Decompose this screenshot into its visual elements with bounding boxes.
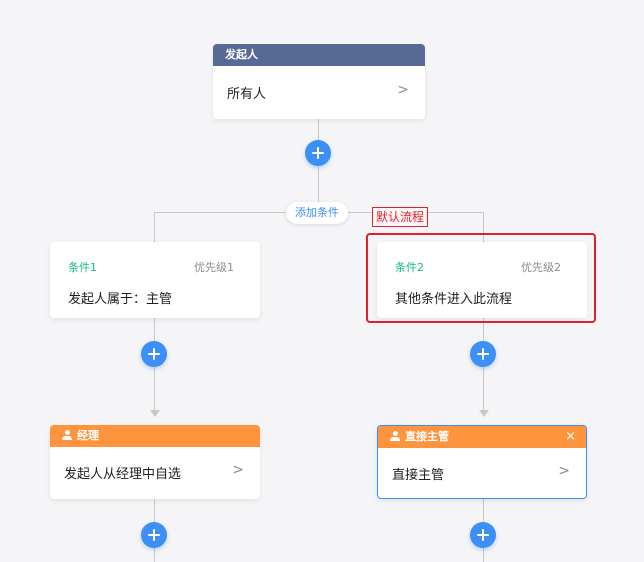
condition-priority: 优先级1 (194, 261, 234, 274)
add-node-button[interactable] (305, 140, 331, 166)
chevron-right-icon: > (232, 462, 244, 478)
arrow-down-icon (479, 410, 489, 417)
default-flow-tag: 默认流程 (372, 207, 429, 227)
condition-node-2[interactable]: 条件2 优先级2 其他条件进入此流程 (377, 242, 587, 318)
chevron-right-icon: > (397, 82, 409, 98)
condition-title: 条件2 (395, 261, 424, 274)
condition-node-1[interactable]: 条件1 优先级1 发起人属于：主管 (50, 242, 260, 318)
add-node-button[interactable] (470, 341, 496, 367)
condition-title: 条件1 (68, 261, 97, 274)
add-node-button[interactable] (141, 341, 167, 367)
condition-description: 发起人属于：主管 (68, 292, 173, 307)
arrow-down-icon (150, 410, 160, 417)
connector-line (154, 212, 155, 242)
close-icon[interactable]: × (565, 429, 576, 444)
approver-header-label: 经理 (77, 429, 99, 442)
person-icon (62, 430, 72, 440)
initiator-value: 所有人 (227, 87, 267, 102)
person-icon (390, 431, 400, 441)
add-condition-button[interactable]: 添加条件 (286, 202, 348, 224)
approver-header: 经理 (50, 425, 260, 447)
initiator-header-label: 发起人 (225, 48, 258, 61)
initiator-node[interactable]: 发起人 所有人 > (213, 44, 425, 119)
approver-header: 直接主管 × (378, 426, 586, 448)
approver-node-1[interactable]: 经理 发起人从经理中自选 > (50, 425, 260, 499)
add-node-button[interactable] (141, 522, 167, 548)
approver-header-label: 直接主管 (405, 430, 449, 443)
condition-priority: 优先级2 (521, 261, 561, 274)
approver-node-2[interactable]: 直接主管 × 直接主管 > (377, 425, 587, 499)
initiator-header: 发起人 (213, 44, 425, 66)
connector-line (483, 212, 484, 242)
condition-description: 其他条件进入此流程 (395, 292, 513, 307)
add-node-button[interactable] (470, 522, 496, 548)
chevron-right-icon: > (558, 463, 570, 479)
approver-value: 发起人从经理中自选 (64, 467, 182, 482)
approver-value: 直接主管 (392, 468, 445, 483)
